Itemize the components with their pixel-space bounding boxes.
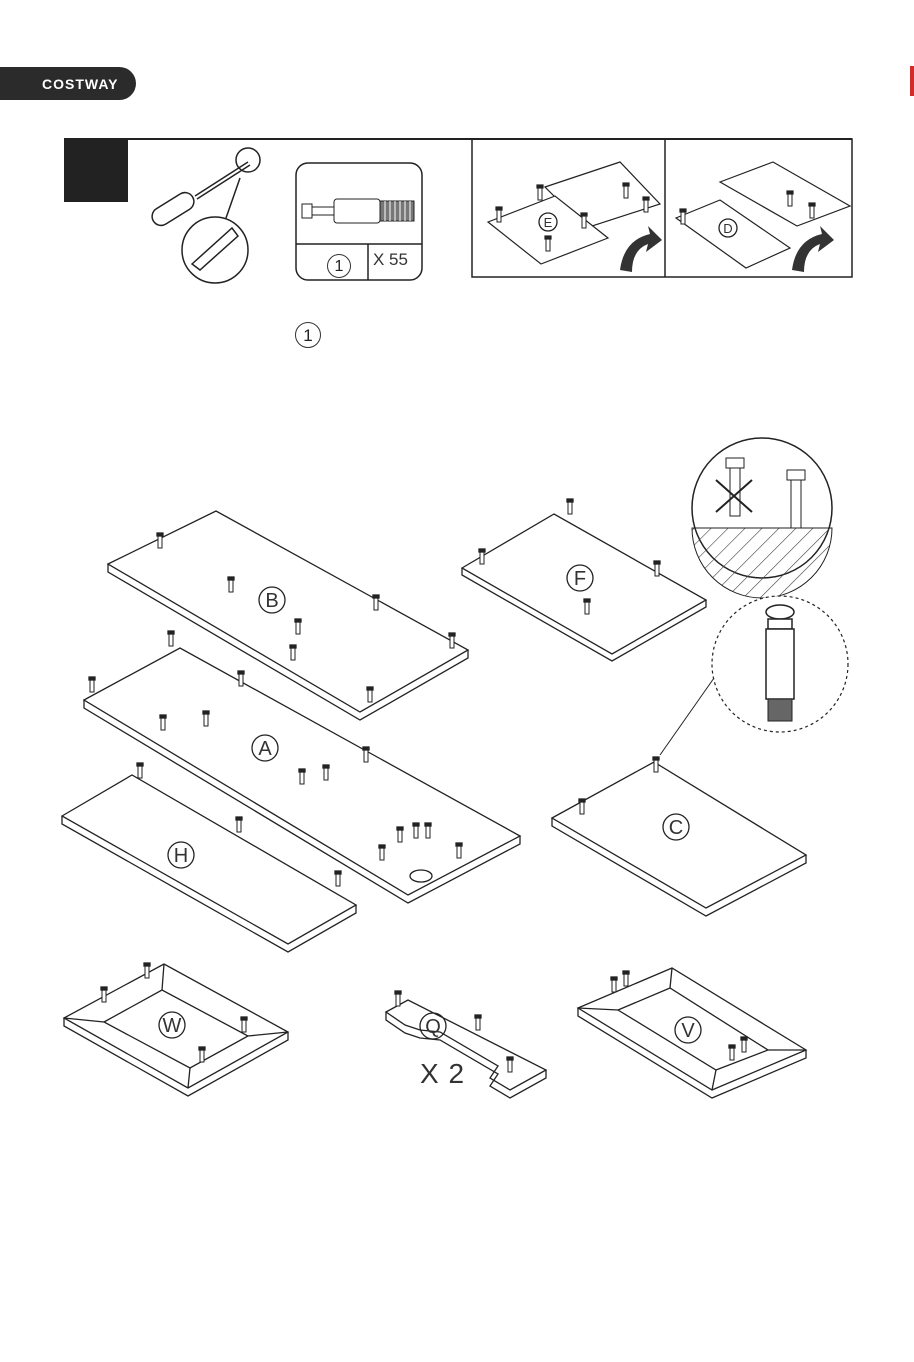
- flip-arrow-icon: [620, 226, 662, 272]
- q-multiplier: X 2: [420, 1058, 465, 1090]
- part-number-badge: 1: [327, 254, 351, 278]
- flip-panel-d: [676, 162, 850, 268]
- label-c: C: [669, 817, 683, 839]
- label-b: B: [265, 590, 278, 612]
- part-quantity: X 55: [373, 250, 408, 270]
- wrong-insertion-icon: [692, 438, 832, 598]
- label-f: F: [574, 568, 586, 590]
- label-w: W: [163, 1015, 182, 1037]
- label-h: H: [174, 845, 188, 867]
- screwdriver-icon: [149, 148, 260, 283]
- label-e: E: [544, 215, 553, 230]
- instruction-part-number: 1: [295, 322, 321, 348]
- label-a: A: [258, 738, 272, 760]
- panel-q: [386, 991, 546, 1098]
- label-d: D: [723, 221, 732, 236]
- cam-dowel-detail-icon: [660, 596, 848, 755]
- label-v: V: [681, 1020, 695, 1042]
- label-q: Q: [425, 1016, 441, 1038]
- step-number-box: [64, 139, 128, 202]
- flip-arrow-icon: [792, 226, 834, 272]
